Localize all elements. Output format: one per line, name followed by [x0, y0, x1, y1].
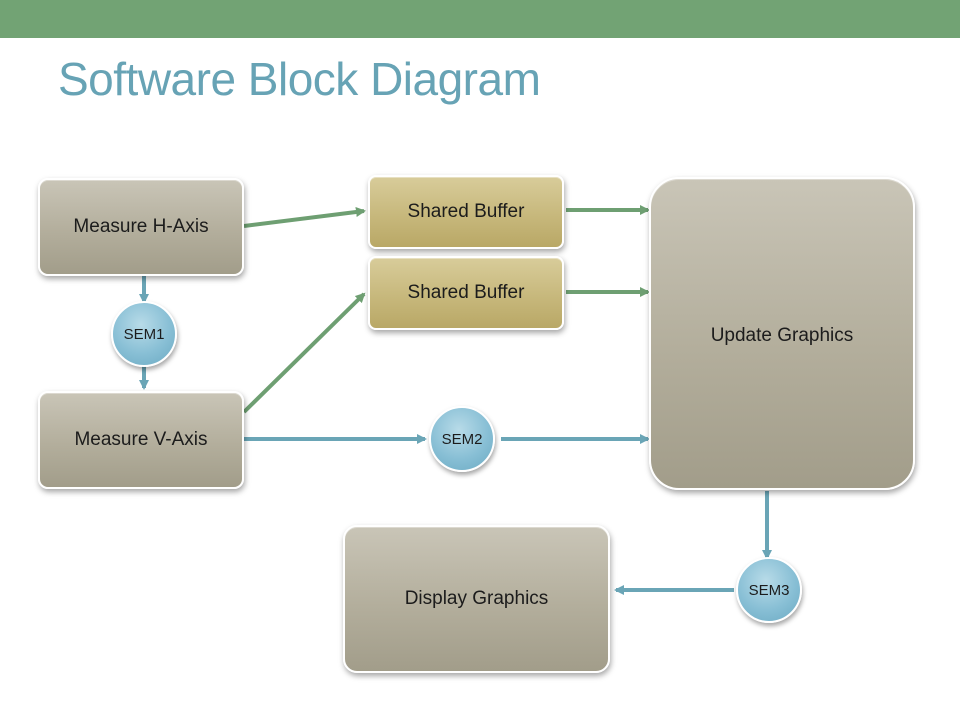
display-graphics-label: Display Graphics: [404, 588, 549, 609]
measure-h-axis-block: Measure H-Axis: [38, 178, 244, 276]
sem3-semaphore: SEM3: [736, 557, 802, 623]
shared-buffer-label-2: Shared Buffer: [407, 282, 525, 303]
header-bar: [0, 0, 960, 38]
shared-buffer-block-1: Shared Buffer: [368, 175, 564, 249]
arrow-measure-h-to-buffer1: [243, 207, 366, 228]
sem2-label: SEM2: [441, 430, 483, 448]
measure-h-axis-label: Measure H-Axis: [73, 216, 209, 237]
arrow-measure-v-to-buffer2: [242, 292, 366, 414]
shared-buffer-label-1: Shared Buffer: [407, 201, 525, 222]
sem3-label: SEM3: [748, 581, 790, 599]
display-graphics-block: Display Graphics: [343, 525, 610, 673]
measure-v-axis-label: Measure V-Axis: [74, 429, 208, 450]
sem1-label: SEM1: [123, 325, 165, 343]
sem2-semaphore: SEM2: [429, 406, 495, 472]
shared-buffer-block-2: Shared Buffer: [368, 256, 564, 330]
sem1-semaphore: SEM1: [111, 301, 177, 367]
page-title: Software Block Diagram: [58, 53, 541, 105]
update-graphics-block: Update Graphics: [649, 177, 915, 490]
update-graphics-label: Update Graphics: [710, 325, 854, 346]
measure-v-axis-block: Measure V-Axis: [38, 391, 244, 489]
